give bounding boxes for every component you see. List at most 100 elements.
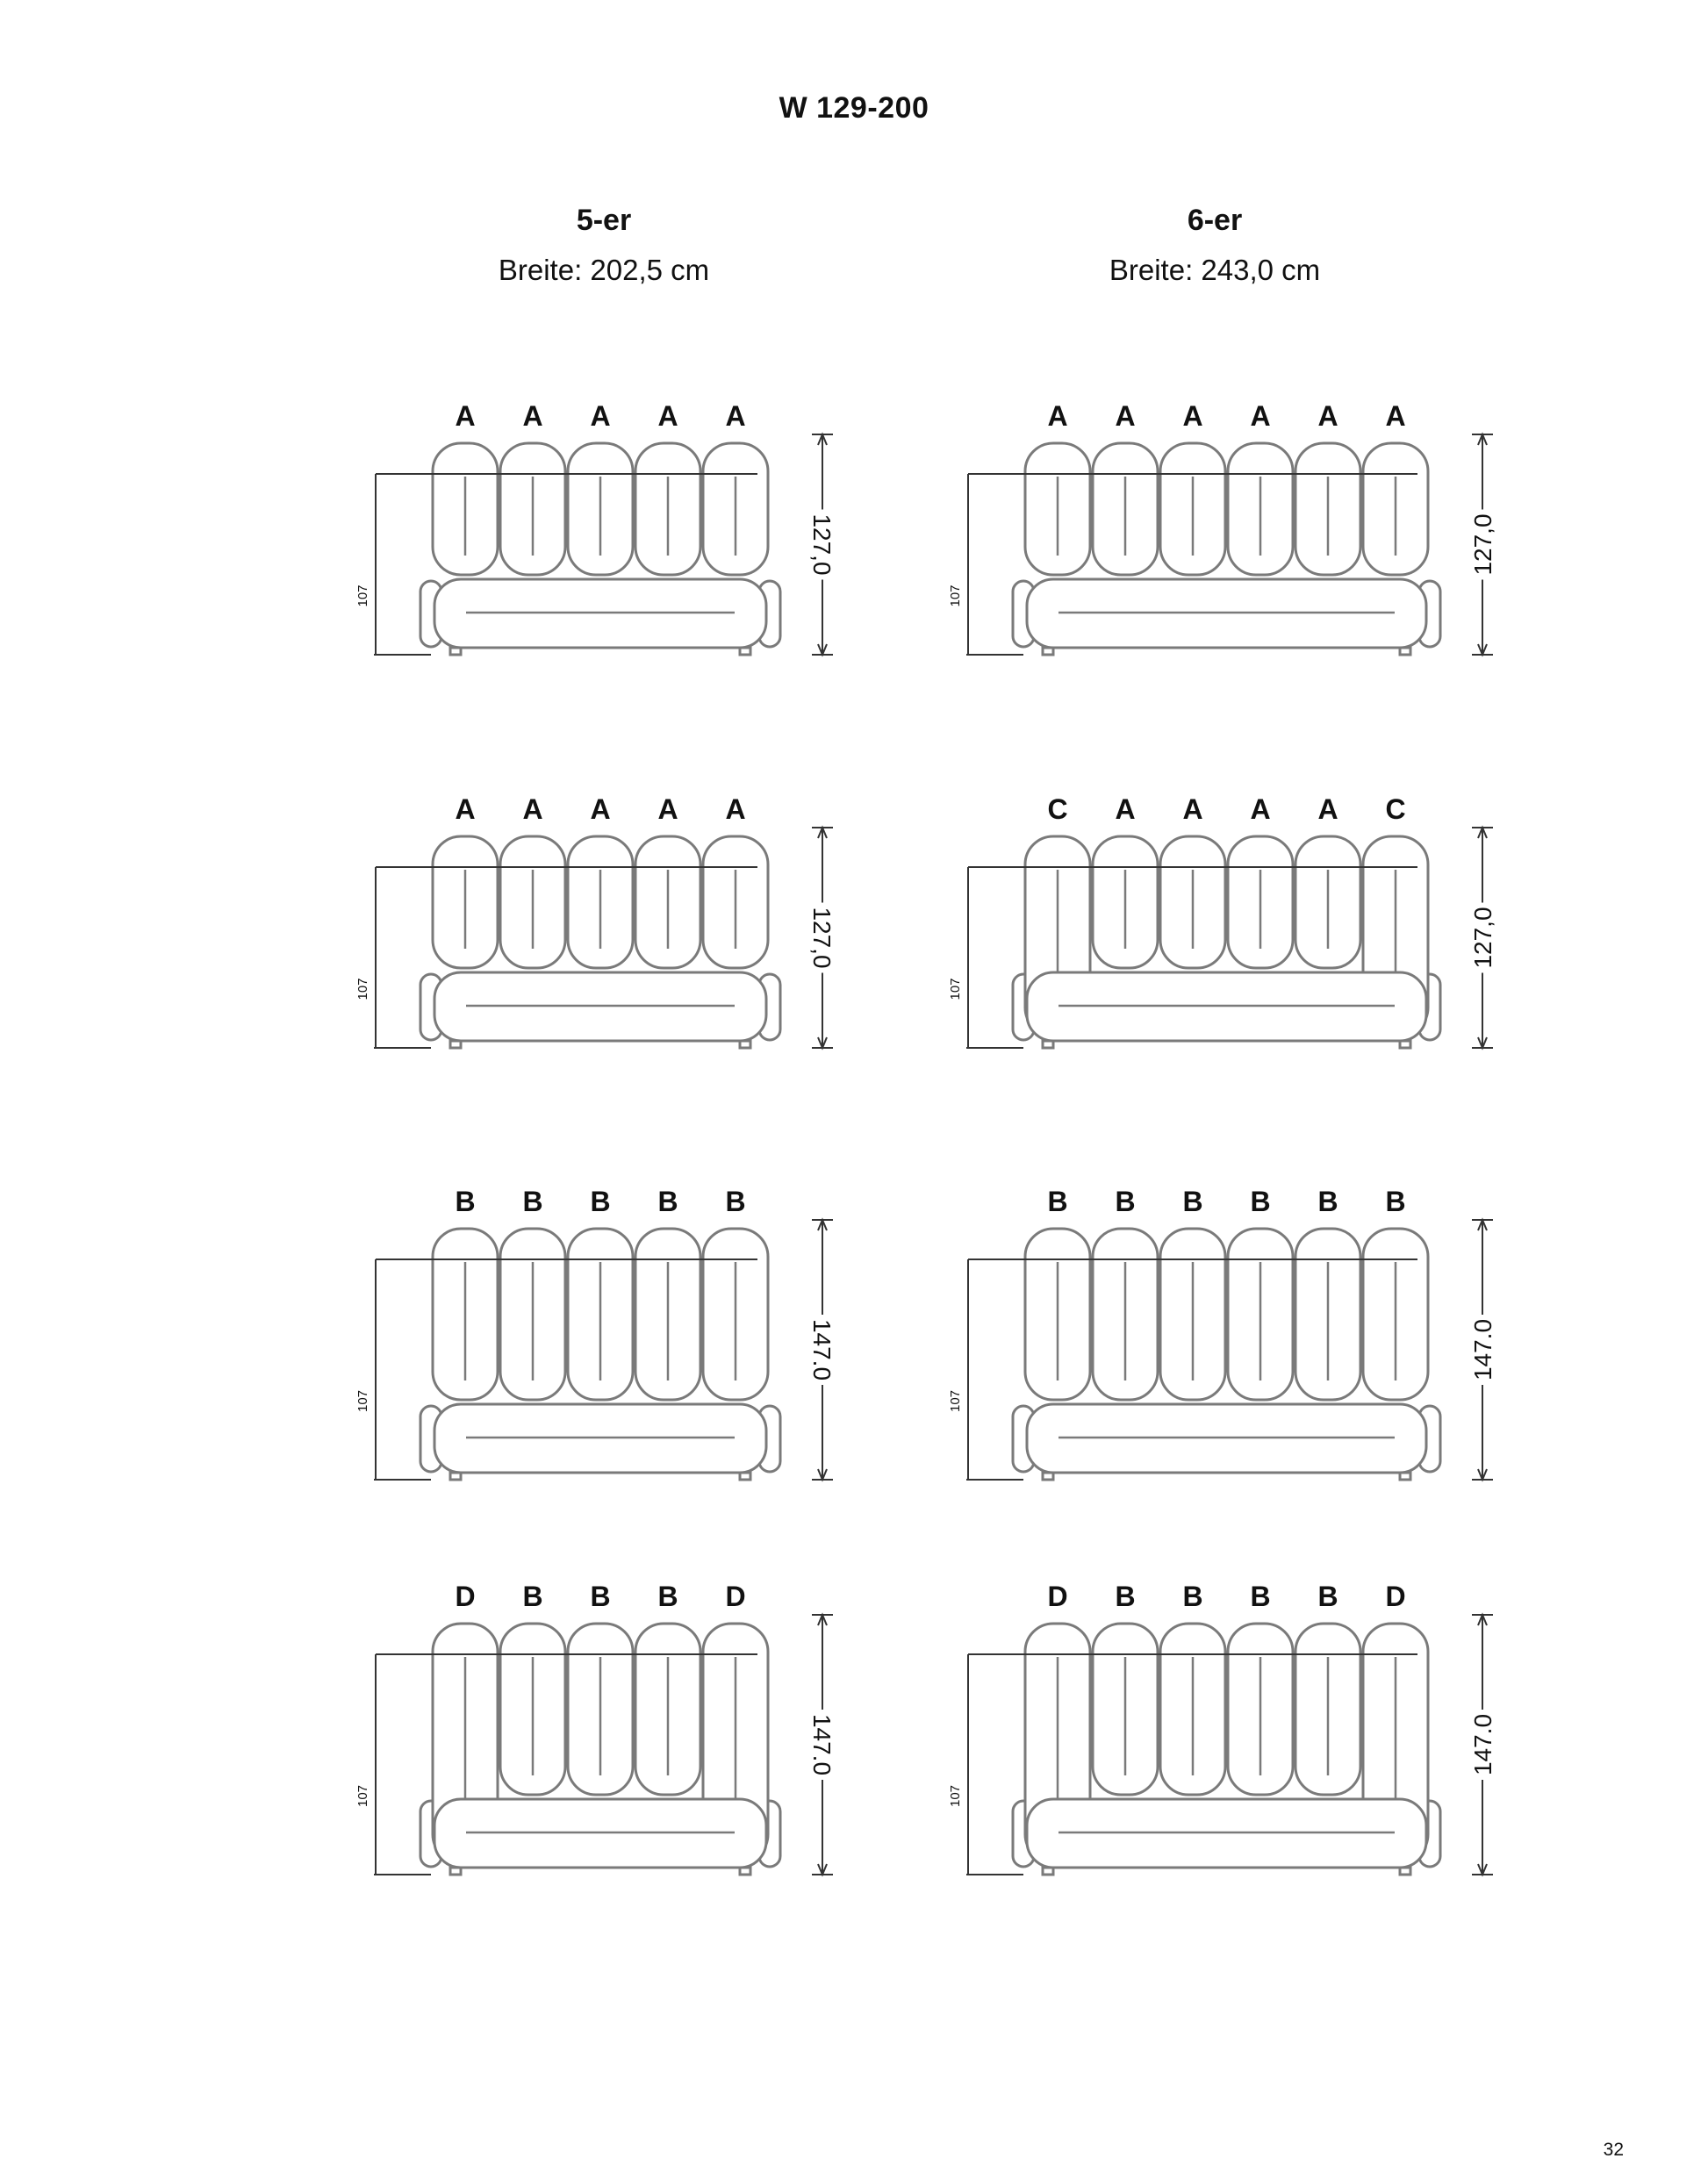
foot	[1041, 1471, 1055, 1481]
dimension-label-bg	[810, 902, 835, 973]
module-letter: A	[1250, 793, 1270, 825]
column-width: Breite: 202,5 cm	[498, 254, 710, 286]
foot	[738, 1039, 752, 1050]
module-letter: C	[1047, 793, 1067, 825]
foot	[738, 1866, 752, 1876]
foot	[1041, 1039, 1055, 1050]
dimension-arrow	[1477, 1217, 1488, 1231]
foot	[1398, 1471, 1412, 1481]
seat-height-label: 107	[948, 1785, 963, 1807]
dimension-arrow	[817, 1217, 828, 1231]
module-letter: A	[1182, 400, 1202, 432]
foot	[1398, 1039, 1412, 1050]
overall-height-label: 127,0	[1469, 513, 1496, 575]
module-letter: A	[657, 793, 678, 825]
overall-height-label: 147.0	[808, 1714, 836, 1775]
sofa-variant: A A A A A 107 127,0	[355, 400, 836, 657]
module-letter: A	[522, 793, 542, 825]
dimension-arrow	[817, 1612, 828, 1626]
module-letter: B	[657, 1186, 678, 1217]
column-name: 5-er	[576, 204, 632, 237]
module-letter: C	[1385, 793, 1405, 825]
dimension-arrow	[817, 1863, 828, 1877]
seat-height-label: 107	[355, 1390, 370, 1412]
module-letter: B	[455, 1186, 475, 1217]
column-header-6er: 6-er Breite: 243,0 cm	[908, 204, 1522, 287]
module-letter: B	[1115, 1581, 1135, 1612]
dimension-arrow	[817, 1036, 828, 1051]
foot	[1041, 646, 1055, 656]
seat-height-label: 107	[948, 584, 963, 606]
column-width: Breite: 243,0 cm	[1109, 254, 1321, 286]
module-letter: B	[1250, 1186, 1270, 1217]
module-letter: A	[725, 400, 745, 432]
foot	[449, 1866, 463, 1876]
overall-height-label: 147.0	[808, 1319, 836, 1380]
module-letter: A	[590, 400, 610, 432]
module-letter: A	[1385, 400, 1405, 432]
dimension-label-bg	[1470, 1710, 1495, 1780]
overall-height-label: 127,0	[808, 513, 836, 575]
dimension-label-bg	[1470, 902, 1495, 973]
dimension-label-bg	[810, 509, 835, 580]
module-letter: A	[657, 400, 678, 432]
module-letter: D	[1385, 1581, 1405, 1612]
dimension-arrow	[1477, 432, 1488, 446]
module-letter: B	[590, 1581, 610, 1612]
dimension-arrow	[1477, 1863, 1488, 1877]
module-letter: B	[1317, 1186, 1338, 1217]
module-letter: A	[522, 400, 542, 432]
module-letter: A	[725, 793, 745, 825]
overall-height-label: 147.0	[1469, 1714, 1496, 1775]
foot	[738, 646, 752, 656]
module-letter: A	[1115, 400, 1135, 432]
module-letter: B	[1182, 1581, 1202, 1612]
module-letter: A	[1317, 400, 1338, 432]
module-letter: B	[1250, 1581, 1270, 1612]
module-letter: A	[1115, 793, 1135, 825]
module-letter: B	[1182, 1186, 1202, 1217]
module-letter: B	[522, 1581, 542, 1612]
dimension-arrow	[1477, 643, 1488, 657]
module-letter: A	[455, 793, 475, 825]
page-number: 32	[1603, 2140, 1624, 2160]
module-letter: A	[1250, 400, 1270, 432]
sofa-variant: D B B B B D 107 147.0	[948, 1581, 1496, 1877]
overall-height-label: 127,0	[808, 907, 836, 968]
module-letter: B	[725, 1186, 745, 1217]
module-letter: D	[725, 1581, 745, 1612]
seat-height-label: 107	[355, 978, 370, 1000]
foot	[449, 646, 463, 656]
seat-height-label: 107	[355, 584, 370, 606]
overall-height-label: 127,0	[1469, 907, 1496, 968]
dimension-label-bg	[1470, 1315, 1495, 1385]
seat-height-label: 107	[948, 978, 963, 1000]
module-letter: B	[657, 1581, 678, 1612]
foot	[1041, 1866, 1055, 1876]
dimension-arrow	[1477, 1036, 1488, 1051]
dimension-arrow	[817, 643, 828, 657]
module-letter: A	[455, 400, 475, 432]
module-letter: D	[455, 1581, 475, 1612]
seat-height-label: 107	[948, 1390, 963, 1412]
dimension-label-bg	[810, 1315, 835, 1385]
foot	[738, 1471, 752, 1481]
sofa-variant: B B B B B 107 147.0	[355, 1186, 836, 1482]
module-letter: B	[1115, 1186, 1135, 1217]
module-letter: B	[590, 1186, 610, 1217]
dimension-arrow	[817, 825, 828, 839]
dimension-arrow	[1477, 1612, 1488, 1626]
module-letter: D	[1047, 1581, 1067, 1612]
module-letter: B	[522, 1186, 542, 1217]
dimension-arrow	[1477, 1468, 1488, 1482]
module-letter: B	[1317, 1581, 1338, 1612]
dimension-arrow	[1477, 825, 1488, 839]
module-letter: B	[1385, 1186, 1405, 1217]
foot	[449, 1039, 463, 1050]
